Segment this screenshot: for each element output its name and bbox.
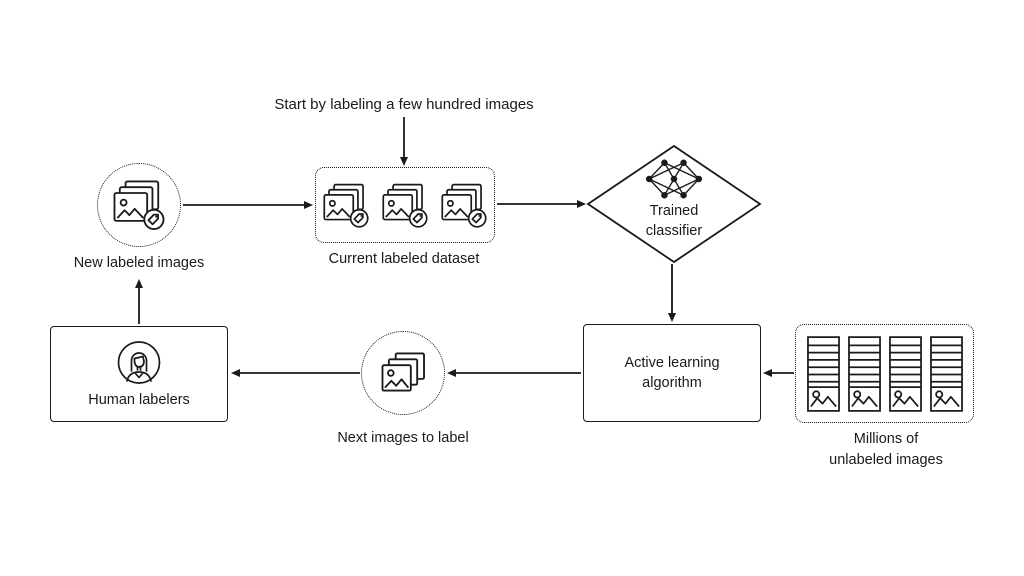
label-human-labelers: Human labelers — [88, 391, 190, 408]
neural-network-icon — [645, 159, 703, 199]
node-new-labeled-images — [97, 163, 181, 247]
labeled-image-stack-icon — [382, 183, 428, 228]
diamond-shape — [586, 144, 762, 264]
node-next-images-to-label — [361, 331, 445, 415]
image-archive-icon — [888, 335, 922, 412]
label-next-images-to-label: Next images to label — [337, 430, 469, 446]
label-new-labeled-images: New labeled images — [73, 255, 205, 271]
annotation-start-labeling: Start by labeling a few hundred images — [274, 96, 534, 113]
person-icon — [117, 340, 161, 384]
image-archive-icon — [847, 335, 881, 412]
image-archive-icon — [929, 335, 963, 412]
labeled-image-stack-icon — [441, 183, 487, 228]
node-current-labeled-dataset — [315, 167, 495, 243]
labeled-image-stack-icon — [113, 180, 165, 230]
label-trained-classifier: Trained classifier — [645, 203, 703, 239]
label-active-learning-algorithm: Active learning algorithm — [624, 355, 720, 391]
node-trained-classifier: Trained classifier — [584, 142, 764, 266]
labeled-image-stack-icon — [323, 183, 369, 228]
label-current-labeled-dataset: Current labeled dataset — [328, 251, 480, 267]
label-millions-unlabeled-images: Millions of unlabeled images — [829, 431, 943, 468]
node-active-learning-algorithm: Active learning algorithm — [583, 324, 761, 422]
node-millions-unlabeled-images — [795, 324, 974, 423]
node-human-labelers: Human labelers — [50, 326, 228, 422]
image-stack-icon — [381, 352, 425, 392]
image-archive-icon — [806, 335, 840, 412]
